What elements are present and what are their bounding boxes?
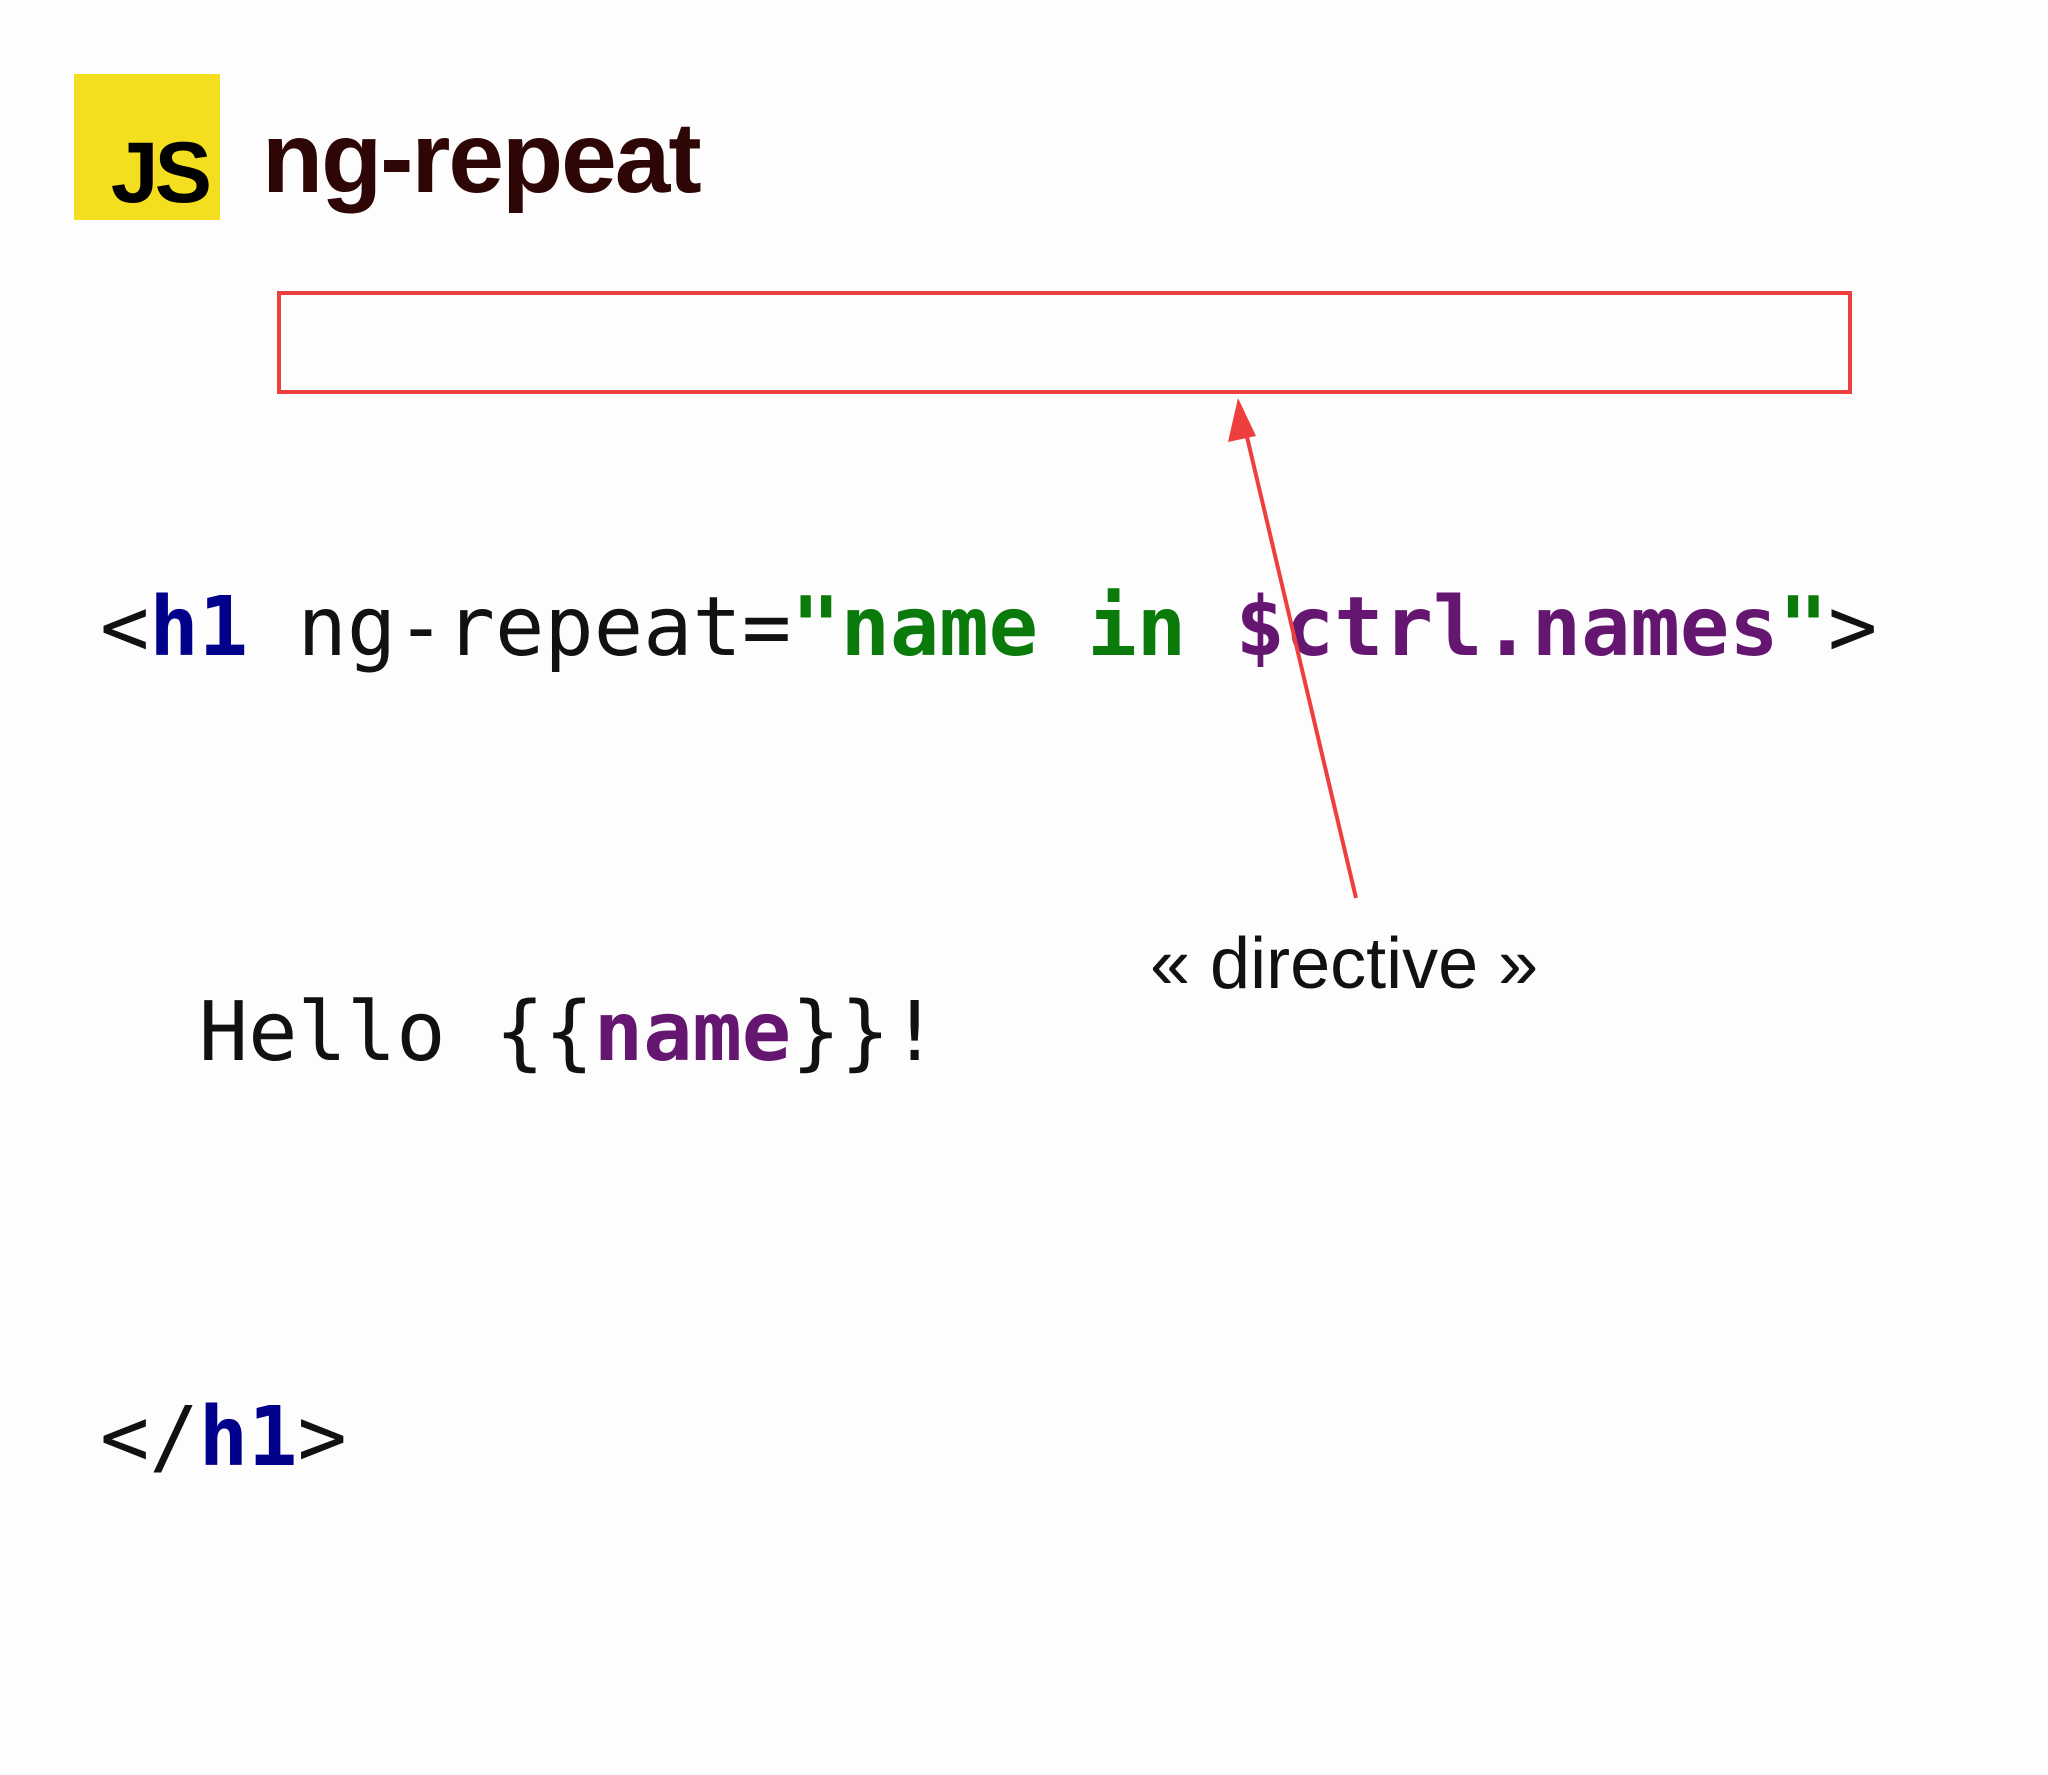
- code-text: Hello {{: [198, 985, 594, 1080]
- code-line-2: Hello {{name}}!: [100, 965, 1877, 1100]
- code-text: }}!: [791, 985, 940, 1080]
- slide-title: ng-repeat: [262, 102, 702, 214]
- code-token: </: [100, 1390, 199, 1485]
- slide: JS ng-repeat <h1 ng-repeat="name in $ctr…: [74, 74, 1878, 1485]
- code-line-1: <h1 ng-repeat="name in $ctrl.names">: [100, 560, 1877, 695]
- code-variable: $ctrl.names: [1235, 580, 1779, 675]
- code-block: <h1 ng-repeat="name in $ctrl.names"> Hel…: [100, 290, 1877, 1775]
- js-logo-text: JS: [110, 125, 212, 221]
- code-token: >: [297, 1390, 347, 1485]
- code-token: <: [100, 580, 150, 675]
- code-string-quote: ": [791, 580, 841, 675]
- highlight-box: [277, 291, 1852, 394]
- code-string: name in: [840, 580, 1236, 675]
- code-indent: [100, 985, 199, 1080]
- code-tag: h1: [198, 1390, 298, 1485]
- code-token: [248, 580, 297, 675]
- code-variable: name: [593, 985, 792, 1080]
- directive-label: « directive »: [1150, 924, 1539, 1004]
- code-token: >: [1827, 580, 1878, 675]
- code-tag: h1: [149, 580, 249, 675]
- code-line-3: </h1>: [100, 1370, 1877, 1505]
- code-attribute: ng-repeat=: [297, 580, 792, 675]
- code-string-quote: ": [1778, 580, 1828, 675]
- js-logo: JS: [74, 74, 220, 220]
